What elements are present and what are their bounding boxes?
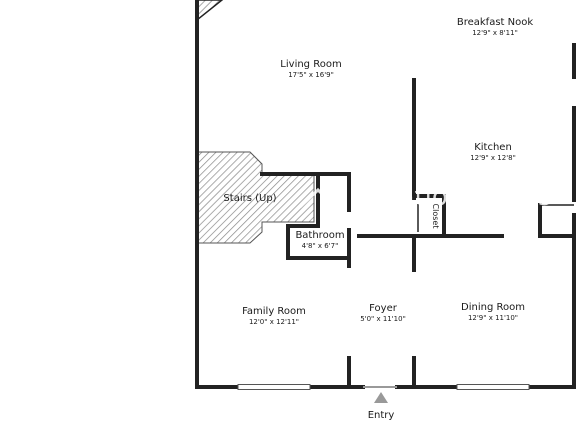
- corner-hatch: [196, 0, 224, 22]
- interior-walls: [260, 78, 576, 389]
- room-name-kitchen: Kitchen: [474, 142, 512, 153]
- watermark-logo-icon: [298, 187, 338, 209]
- room-dims-foyer: 5'0" x 11'10": [360, 315, 406, 323]
- room-name-foyer: Foyer: [369, 303, 398, 314]
- room-name-living-room: Living Room: [280, 59, 341, 70]
- entry-label: Entry: [368, 410, 395, 421]
- window: [237, 384, 311, 390]
- watermark-text: invitationhomes: [342, 182, 552, 212]
- room-dims-living-room: 17'5" x 16'9": [288, 71, 334, 79]
- room-dims-family-room: 12'0" x 12'11": [249, 318, 299, 326]
- room-name-breakfast-nook: Breakfast Nook: [457, 17, 533, 28]
- window: [456, 384, 530, 390]
- room-name-dining-room: Dining Room: [461, 302, 525, 313]
- entry-arrow-icon: [374, 392, 388, 403]
- room-name-bathroom: Bathroom: [295, 230, 344, 241]
- watermark: invitationhomes: [298, 182, 552, 212]
- room-dims-breakfast-nook: 12'9" x 8'11": [472, 29, 518, 37]
- stairs-label: Stairs (Up): [223, 193, 276, 204]
- room-dims-bathroom: 4'8" x 6'7": [302, 242, 339, 250]
- room-name-family-room: Family Room: [242, 306, 306, 317]
- room-dims-kitchen: 12'9" x 12'8": [470, 154, 516, 162]
- room-dims-dining-room: 12'9" x 11'10": [468, 314, 518, 322]
- closet-label: Closet: [431, 204, 440, 229]
